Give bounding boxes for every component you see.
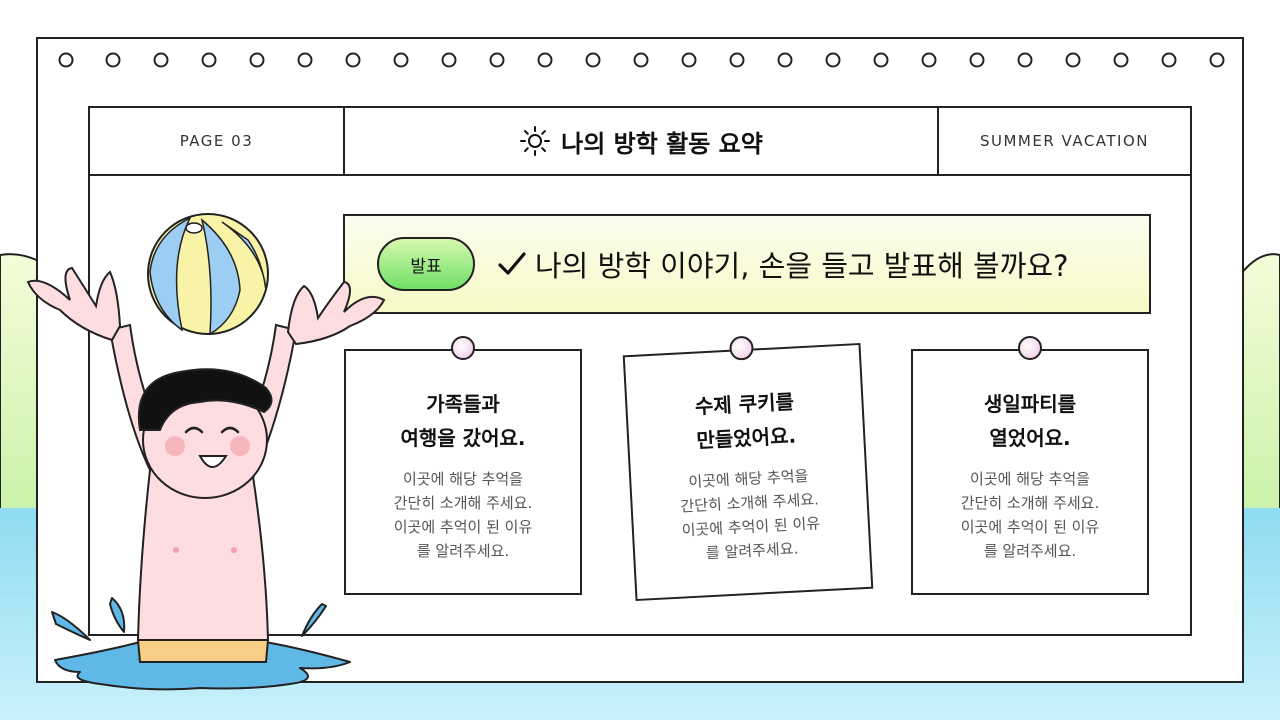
presentation-pill[interactable]: 발표	[377, 237, 475, 291]
pin-icon	[1018, 336, 1042, 360]
header-title-cell: 나의 방학 활동 요약	[343, 106, 939, 176]
page-title: 나의 방학 활동 요약	[561, 129, 763, 158]
card-body-line: 간단히 소개해 주세요.	[393, 494, 533, 512]
memory-card: 수제 쿠키를 만들었어요. 이곳에 해당 추억을 간단히 소개해 주세요. 이곳…	[622, 335, 874, 602]
card-body: 이곳에 해당 추억을 간단히 소개해 주세요. 이곳에 추억이 된 이유 를 알…	[631, 461, 870, 569]
pin-icon	[451, 336, 475, 360]
check-icon	[498, 252, 526, 275]
card-title-line: 열었어요.	[989, 426, 1071, 450]
page-label: PAGE 03	[179, 132, 254, 150]
card-title-line: 여행을 갔어요.	[400, 426, 526, 450]
header-page-cell: PAGE 03	[88, 106, 345, 176]
card-body-line: 이곳에 추억이 된 이유	[393, 518, 533, 536]
memory-card: 생일파티를 열었어요. 이곳에 해당 추억을 간단히 소개해 주세요. 이곳에 …	[911, 336, 1149, 595]
banner-text-group: 나의 방학 이야기, 손을 들고 발표해 볼까요?	[497, 243, 1068, 285]
banner-question: 나의 방학 이야기, 손을 들고 발표해 볼까요?	[535, 249, 1069, 283]
summer-vacation-label: SUMMER VACATION	[979, 132, 1150, 150]
card-title-line: 가족들과	[426, 392, 500, 416]
card-body-line: 이곳에 해당 추억을	[403, 470, 523, 488]
header-right-cell: SUMMER VACATION	[937, 106, 1192, 176]
memory-card: 가족들과 여행을 갔어요. 이곳에 해당 추억을 간단히 소개해 주세요. 이곳…	[344, 336, 582, 595]
card-body-line: 를 알려주세요.	[416, 542, 510, 560]
card-body-line: 이곳에 해당 추억을	[970, 470, 1090, 488]
page-title-group: 나의 방학 활동 요약	[519, 124, 763, 159]
card-body: 이곳에 해당 추억을 간단히 소개해 주세요. 이곳에 추억이 된 이유 를 알…	[346, 467, 580, 563]
sun-icon	[520, 126, 551, 156]
card-body-line: 를 알려주세요.	[983, 542, 1077, 560]
card-title: 수제 쿠키를 만들었어요.	[627, 381, 864, 461]
card-body-line: 이곳에 추억이 된 이유	[960, 518, 1100, 536]
card-title: 가족들과 여행을 갔어요.	[346, 387, 580, 455]
card-title-line: 생일파티를	[984, 392, 1076, 416]
pill-label: 발표	[410, 256, 442, 277]
card-body: 이곳에 해당 추억을 간단히 소개해 주세요. 이곳에 추억이 된 이유 를 알…	[913, 467, 1147, 563]
pin-icon	[728, 335, 755, 361]
question-banner: 발표 나의 방학 이야기, 손을 들고 발표해 볼까요?	[343, 214, 1151, 314]
card-title: 생일파티를 열었어요.	[913, 387, 1147, 455]
card-body-line: 간단히 소개해 주세요.	[960, 494, 1100, 512]
